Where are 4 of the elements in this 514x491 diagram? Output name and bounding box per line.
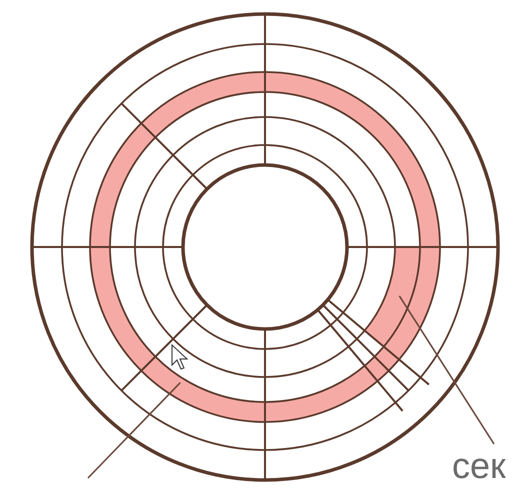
highlighted-track [90, 72, 440, 422]
leader-line [398, 295, 495, 444]
part-label: сек [452, 448, 506, 484]
leader-line [87, 382, 181, 479]
